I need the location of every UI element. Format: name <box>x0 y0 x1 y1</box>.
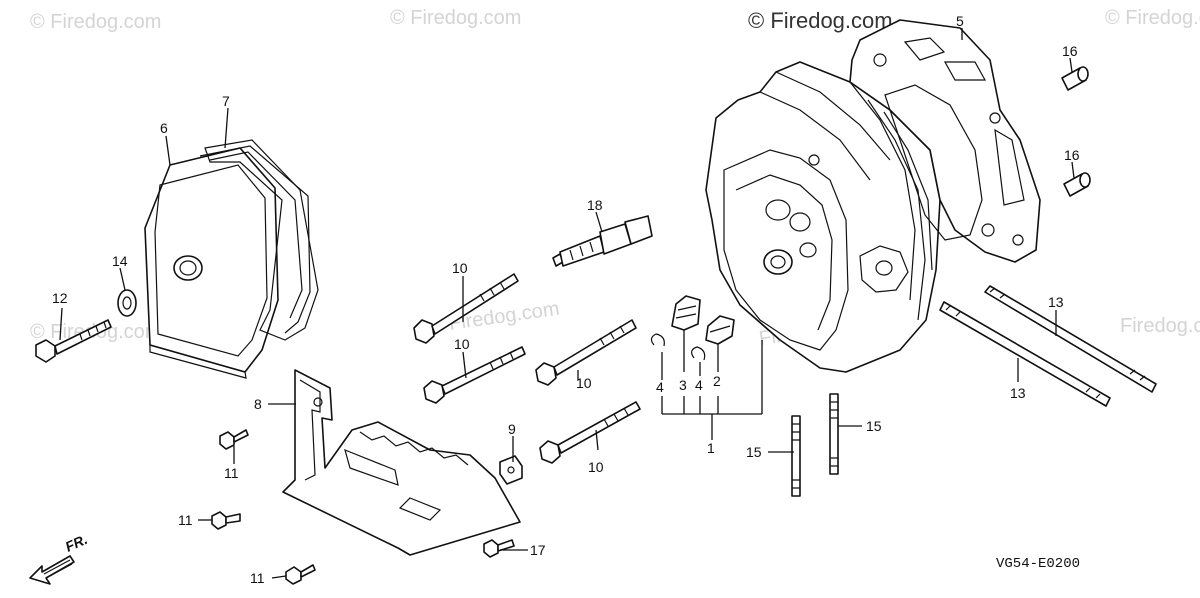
callout-17: 17 <box>530 542 546 558</box>
callout-10-c: 10 <box>576 375 592 391</box>
callout-16-a: 16 <box>1062 43 1078 59</box>
stud-bolt-13-a <box>984 285 1157 393</box>
washer <box>117 289 137 317</box>
bolt-11-b <box>211 511 241 530</box>
callout-11-a: 11 <box>224 465 239 481</box>
callout-6: 6 <box>160 120 168 136</box>
callout-13-a: 13 <box>1048 294 1064 310</box>
callout-3: 3 <box>679 377 687 393</box>
callout-10-d: 10 <box>588 459 604 475</box>
callout-9: 9 <box>508 421 516 437</box>
stud-15-a <box>791 415 801 497</box>
valve-stem-seal-3 <box>671 295 701 331</box>
stud-bolt-13-b <box>939 301 1111 407</box>
bolt-11-c <box>285 564 316 585</box>
callout-11-c: 11 <box>250 570 265 586</box>
callout-12: 12 <box>52 290 68 306</box>
cylinder-head <box>705 61 941 373</box>
front-direction-arrow: FR. <box>29 531 90 585</box>
callout-1: 1 <box>707 440 715 456</box>
bolt-10-c <box>535 319 637 386</box>
watermark: © Firedog.com <box>30 11 161 33</box>
leader-lines <box>59 28 1075 579</box>
watermark: Firedog.com <box>448 298 561 335</box>
callout-10-b: 10 <box>454 336 470 352</box>
callout-13-b: 13 <box>1010 385 1026 401</box>
bracket-plate <box>282 369 521 556</box>
clip-4-b <box>691 346 706 361</box>
diagram-code: VG54-E0200 <box>996 556 1080 572</box>
clip-4-a <box>650 333 665 347</box>
spark-plug <box>552 215 653 267</box>
bolt-10-b <box>423 346 526 404</box>
callout-2: 2 <box>713 373 721 389</box>
watermark: © Firedog.com <box>1105 7 1200 29</box>
callout-8: 8 <box>254 396 262 412</box>
callout-16-b: 16 <box>1064 147 1080 163</box>
callout-5: 5 <box>956 13 964 29</box>
dowel-pin-b <box>1063 172 1091 197</box>
head-cover <box>144 147 279 379</box>
callout-10-a: 10 <box>452 260 468 276</box>
watermark: Firedog.com <box>1120 315 1200 337</box>
dowel-pin-a <box>1061 66 1089 91</box>
head-cover-gasket <box>199 139 319 341</box>
bolt-10-a <box>413 273 519 344</box>
callout-15-a: 15 <box>746 444 762 460</box>
callout-18: 18 <box>587 197 603 213</box>
bolt-10-d <box>539 401 641 464</box>
callout-4-b: 4 <box>695 377 703 393</box>
watermark: © Firedog.com <box>390 7 521 29</box>
callout-7: 7 <box>222 93 230 109</box>
callout-11-b: 11 <box>178 512 193 528</box>
valve-stem-seal-2 <box>705 315 735 345</box>
bolt-17 <box>483 539 515 558</box>
stud-15-b <box>829 393 839 475</box>
front-label: FR. <box>63 531 90 555</box>
watermark: © Firedog.com <box>748 8 893 33</box>
callout-14: 14 <box>112 253 128 269</box>
head-gasket <box>849 19 1041 263</box>
bolt-11-a <box>219 429 249 450</box>
callout-4-a: 4 <box>656 379 664 395</box>
callout-15-b: 15 <box>866 418 882 434</box>
small-bracket <box>499 455 523 485</box>
cover-bolt <box>35 319 112 363</box>
